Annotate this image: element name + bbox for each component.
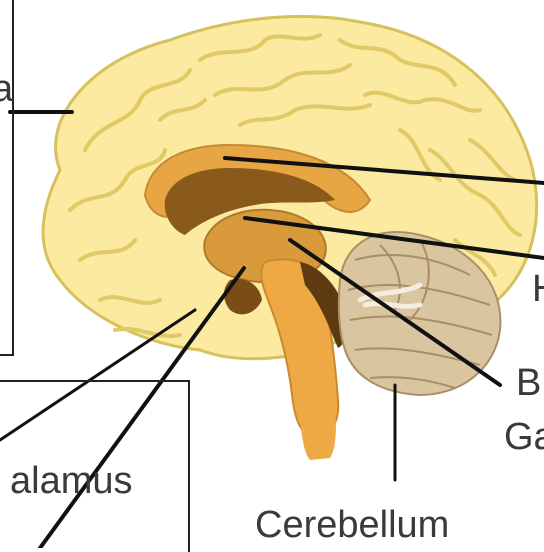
label-right-b: B (516, 364, 541, 402)
label-hypothalamus-partial: alamus (10, 462, 133, 500)
label-right-ga: Ga (504, 418, 544, 456)
label-left-partial: a (0, 70, 13, 108)
label-right-h: H (532, 270, 544, 308)
spinal-cord (300, 420, 336, 460)
label-cerebellum: Cerebellum (255, 506, 449, 544)
label-box-top-left (0, 0, 14, 356)
